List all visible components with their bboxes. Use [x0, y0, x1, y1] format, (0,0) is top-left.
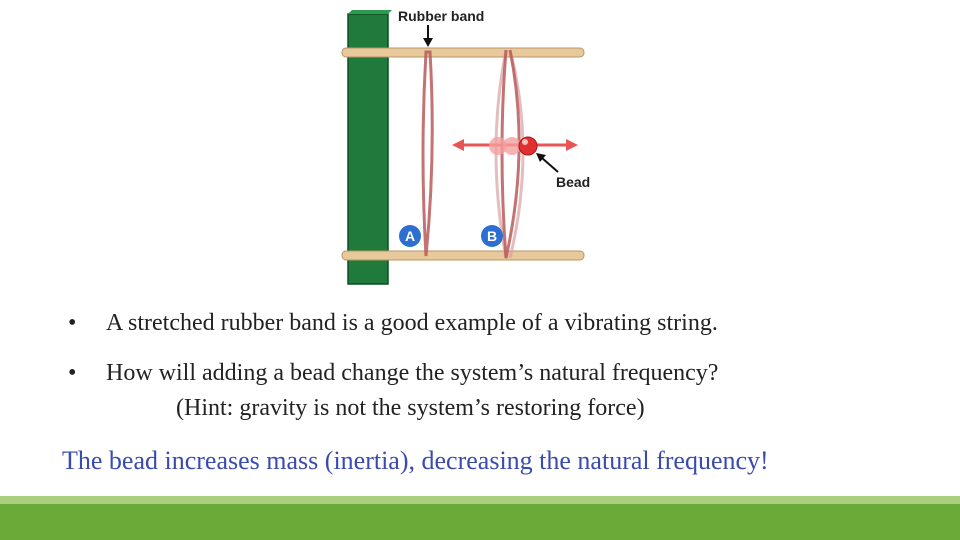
bead-ghost-mid — [503, 137, 521, 155]
rubber-band-label: Rubber band — [398, 8, 484, 24]
bead — [518, 136, 538, 156]
top-rod — [341, 47, 585, 58]
bead-ghost-left — [489, 137, 507, 155]
bead-pointer-head-icon — [536, 153, 546, 162]
bead-highlight — [522, 139, 528, 145]
hint-text: (Hint: gravity is not the system’s resto… — [176, 395, 645, 421]
marker-a-label: A — [405, 228, 415, 244]
bullet-symbol: • — [68, 310, 77, 336]
bottom-rod — [341, 250, 585, 261]
rubber-band-b — [500, 49, 521, 259]
marker-a-icon — [399, 225, 421, 247]
marker-b-label: B — [487, 228, 497, 244]
arrow-left-head-icon — [452, 139, 464, 151]
rubber-band-pointer-head-icon — [423, 38, 433, 47]
bullet-symbol: • — [68, 360, 77, 386]
footer-band-light — [0, 496, 960, 504]
bead-pointer — [541, 157, 559, 173]
marker-b-icon — [481, 225, 503, 247]
post-top-face — [348, 10, 392, 14]
green-post — [347, 13, 389, 285]
arrow-right-head-icon — [566, 139, 578, 151]
rubber-band-a — [421, 50, 434, 257]
bullet-text: A stretched rubber band is a good exampl… — [106, 310, 718, 336]
rubber-band-diagram: Rubber band Bead A B — [341, 8, 590, 285]
bead-label: Bead — [556, 174, 590, 190]
bullet-text: How will adding a bead change the system… — [106, 360, 719, 386]
answer-text: The bead increases mass (inertia), decre… — [62, 446, 769, 475]
footer-band-dark — [0, 504, 960, 540]
